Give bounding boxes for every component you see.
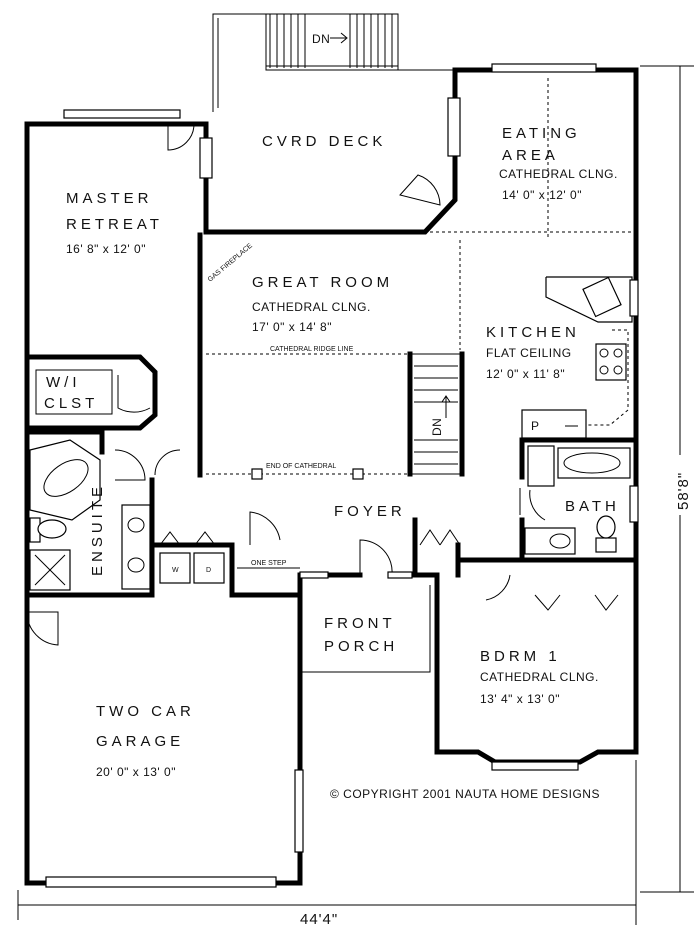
washer-label: W bbox=[172, 567, 179, 574]
ensuite-label: ENSUITE bbox=[89, 483, 106, 576]
eating-size: 14' 0" x 12' 0" bbox=[502, 188, 582, 202]
dimension-width: 44'4" bbox=[17, 760, 637, 928]
eating-area: EATING AREA CATHEDRAL CLNG. 14' 0" x 12'… bbox=[399, 63, 632, 350]
bedroom-1: BDRM 1 CATHEDRAL CLNG. 13' 4" x 13' 0" bbox=[480, 574, 619, 771]
ridge-line-note: CATHEDRAL RIDGE LINE bbox=[270, 346, 354, 353]
pantry-label: P bbox=[531, 419, 540, 433]
eating-label-2: AREA bbox=[502, 147, 559, 164]
garage-label-1: TWO CAR bbox=[96, 703, 195, 720]
bedroom-ceiling: CATHEDRAL CLNG. bbox=[480, 670, 599, 684]
end-cathedral-note: END OF CATHEDRAL bbox=[266, 463, 336, 470]
gas-fireplace-note: GAS FIREPLACE bbox=[207, 242, 254, 283]
closet-label-2: CLST bbox=[44, 395, 98, 412]
kitchen-size: 12' 0" x 11' 8" bbox=[486, 367, 565, 381]
eating-label-1: EATING bbox=[502, 125, 581, 142]
ensuite: ENSUITE bbox=[29, 439, 181, 591]
garage: TWO CAR GARAGE 20' 0" x 13' 0" bbox=[26, 611, 304, 888]
walk-in-closet: W/I CLST bbox=[35, 369, 151, 415]
bedroom-label: BDRM 1 bbox=[480, 648, 561, 665]
deck-label: CVRD DECK bbox=[262, 133, 386, 150]
copyright-note: © COPYRIGHT 2001 NAUTA HOME DESIGNS bbox=[330, 787, 600, 801]
closet-label-1: W/I bbox=[46, 374, 81, 391]
deck-stairs: DN bbox=[265, 13, 399, 71]
one-step-note: ONE STEP bbox=[251, 560, 287, 567]
master-label-1: MASTER bbox=[66, 190, 153, 207]
garage-label-2: GARAGE bbox=[96, 733, 184, 750]
width-dimension: 44'4" bbox=[300, 911, 338, 928]
master-size: 16' 8" x 12' 0" bbox=[66, 242, 146, 256]
depth-dimension: 58'8" bbox=[675, 472, 692, 510]
kitchen: P KITCHEN FLAT CEILING 12' 0" x 11' 8" bbox=[486, 276, 639, 439]
dryer-label: D bbox=[206, 567, 211, 574]
dimension-depth: 58'8" bbox=[640, 65, 694, 893]
great-room-label: GREAT ROOM bbox=[252, 274, 393, 291]
main-stairs: DN bbox=[407, 351, 465, 477]
bedroom-size: 13' 4" x 13' 0" bbox=[480, 692, 560, 706]
foyer-label: FOYER bbox=[334, 503, 406, 520]
great-room-size: 17' 0" x 14' 8" bbox=[252, 320, 332, 334]
porch-label-1: FRONT bbox=[324, 615, 396, 632]
porch-label-2: PORCH bbox=[324, 638, 398, 655]
garage-size: 20' 0" x 13' 0" bbox=[96, 765, 176, 779]
covered-deck: DN CVRD DECK bbox=[212, 13, 455, 150]
great-room: GAS FIREPLACE CATHEDRAL RIDGE LINE END O… bbox=[206, 242, 465, 480]
deck-stairs-label: DN bbox=[312, 32, 330, 46]
laundry: W D bbox=[159, 511, 281, 584]
master-retreat: MASTER RETREAT 16' 8" x 12' 0" bbox=[63, 109, 213, 256]
main-stairs-label: DN bbox=[430, 418, 444, 436]
bath-label: BATH bbox=[565, 498, 620, 515]
master-label-2: RETREAT bbox=[66, 216, 163, 233]
bath: BATH bbox=[519, 445, 639, 555]
kitchen-ceiling: FLAT CEILING bbox=[486, 346, 572, 360]
foyer: FOYER ONE STEP bbox=[237, 503, 461, 579]
kitchen-label: KITCHEN bbox=[486, 324, 580, 341]
eating-ceiling: CATHEDRAL CLNG. bbox=[499, 167, 618, 181]
front-porch: FRONT PORCH bbox=[300, 585, 431, 673]
great-room-ceiling: CATHEDRAL CLNG. bbox=[252, 300, 371, 314]
